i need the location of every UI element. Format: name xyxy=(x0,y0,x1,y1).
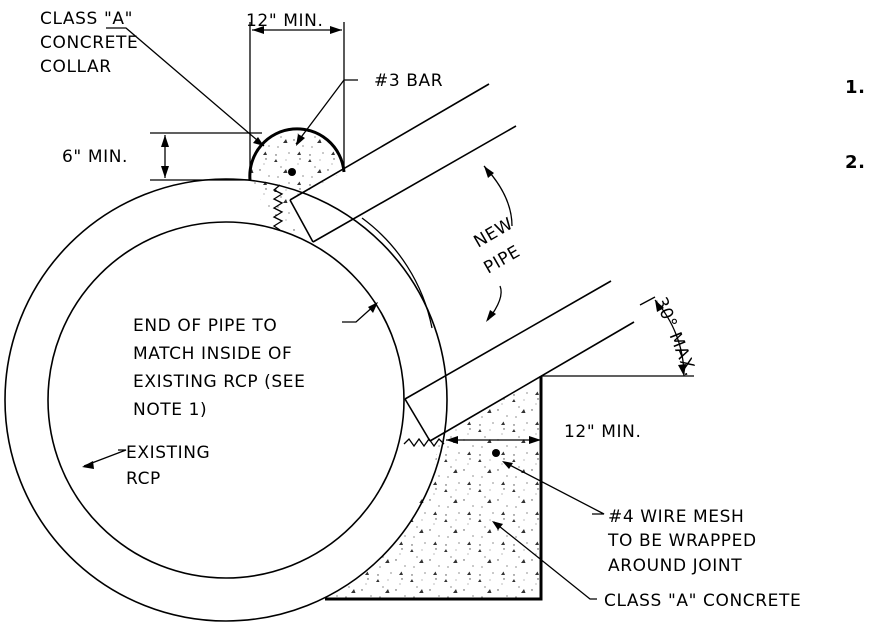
end-pipe-label-line1: END OF PIPE TO xyxy=(133,316,277,336)
existing-rcp-leader xyxy=(82,449,127,469)
note-1-number: 1. xyxy=(845,77,866,98)
wire-mesh-label-line3: AROUND JOINT xyxy=(608,556,742,576)
wire-mesh-label-line2: TO BE WRAPPED xyxy=(607,531,757,551)
wire-mesh-leader xyxy=(502,461,605,515)
end-pipe-label-line4: NOTE 1) xyxy=(133,400,207,420)
new-pipe xyxy=(289,83,635,457)
existing-rcp-label-line1: EXISTING xyxy=(126,443,210,463)
collar-label-line2: CONCRETE xyxy=(40,33,138,53)
end-pipe-label-line3: EXISTING RCP (SEE xyxy=(133,372,305,392)
joint-break-lines xyxy=(272,184,445,448)
existing-rcp-label-line2: RCP xyxy=(126,469,161,489)
collar-height-label: 6" MIN. xyxy=(62,147,128,167)
angle-dimension xyxy=(541,296,694,377)
collar-width-label: 12" MIN. xyxy=(246,11,323,31)
angle-label: 30° MAX. xyxy=(650,294,700,379)
new-pipe-arrows xyxy=(483,165,513,322)
bar3-label: #3 BAR xyxy=(374,71,443,91)
note-2-number: 2. xyxy=(845,152,866,173)
existing-rcp-pipe xyxy=(4,178,448,622)
class-a-concrete-leader xyxy=(492,521,597,600)
class-a-concrete-label: CLASS "A" CONCRETE xyxy=(604,591,801,611)
collar-leader xyxy=(106,27,265,147)
concrete-collar xyxy=(248,127,346,236)
base-width-label: 12" MIN. xyxy=(564,422,641,442)
bar3-leader xyxy=(295,79,358,146)
collar-label-line1: CLASS "A" xyxy=(40,9,133,29)
collar-height-dimension xyxy=(150,132,262,181)
end-of-pipe-leader xyxy=(342,302,378,323)
end-pipe-label-line2: MATCH INSIDE OF xyxy=(133,344,292,364)
wire-mesh-label-line1: #4 WIRE MESH xyxy=(608,507,744,527)
collar-width-dimension xyxy=(249,22,345,176)
base-width-dimension xyxy=(446,436,541,444)
collar-label-line3: COLLAR xyxy=(40,57,112,77)
class-a-concrete-block xyxy=(325,376,543,601)
